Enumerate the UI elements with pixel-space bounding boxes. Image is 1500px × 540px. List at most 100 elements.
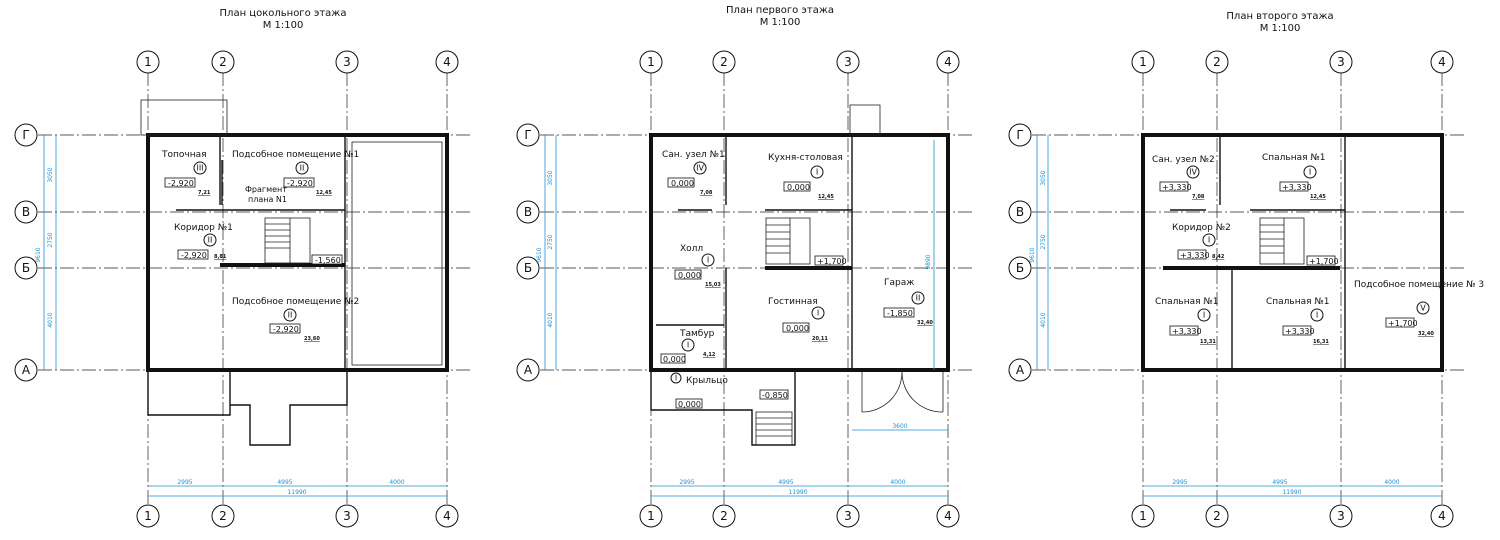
plan-title: План цокольного этажа xyxy=(220,8,347,19)
plan-first-floor: План первого этажа М 1:100 1 2 3 4 1 2 3… xyxy=(516,5,972,528)
fragment-note: Фрагмент плана N1 xyxy=(245,185,287,204)
axis-label-2: 2 xyxy=(1205,50,1229,74)
svg-text:4000: 4000 xyxy=(389,479,404,486)
svg-text:11990: 11990 xyxy=(1282,489,1301,496)
axis-label-1: 1 xyxy=(136,50,160,74)
level-mark-stair: +1,700 xyxy=(814,255,847,266)
svg-text:-1,560: -1,560 xyxy=(315,256,341,265)
room-vestibule: Тамбур I 0,000 4,12 xyxy=(660,329,716,364)
svg-text:9890: 9890 xyxy=(925,254,932,269)
axis-label-4: 4 xyxy=(1430,50,1454,74)
plan-second-floor: План второго этажа М 1:100 1 2 3 4 1 2 3… xyxy=(1008,11,1484,528)
svg-text:4010: 4010 xyxy=(1040,312,1047,327)
svg-text:1: 1 xyxy=(144,509,152,523)
svg-text:3: 3 xyxy=(1337,55,1345,69)
svg-text:+1,700: +1,700 xyxy=(817,257,847,266)
svg-text:Г: Г xyxy=(1016,128,1023,142)
svg-text:4995: 4995 xyxy=(1272,479,1287,486)
room-bathroom-1: Сан. узел №1 IV 0,000 7,08 xyxy=(662,150,725,196)
svg-text:3: 3 xyxy=(343,509,351,523)
svg-text:12,45: 12,45 xyxy=(818,194,834,200)
svg-text:I: I xyxy=(675,374,677,383)
svg-text:11990: 11990 xyxy=(788,489,807,496)
axis-label-3-bottom: 3 xyxy=(335,504,359,528)
svg-text:32,40: 32,40 xyxy=(917,320,933,326)
svg-text:4,12: 4,12 xyxy=(703,352,716,358)
axis-label-V: В xyxy=(516,200,540,224)
svg-text:Подсобное помещение №1: Подсобное помещение №1 xyxy=(232,150,359,160)
dimension-lines: 2995 4995 4000 11990 3600 9890 3050 2750… xyxy=(536,135,948,497)
stairs xyxy=(1259,217,1305,265)
svg-text:Б: Б xyxy=(22,261,30,275)
room-bedroom-middle: Спальная №1 I +3,330 16,31 xyxy=(1266,297,1330,345)
svg-text:Крыльцо: Крыльцо xyxy=(686,376,728,386)
svg-text:А: А xyxy=(524,363,533,377)
svg-text:I: I xyxy=(1208,236,1210,245)
svg-text:4995: 4995 xyxy=(277,479,292,486)
svg-text:I: I xyxy=(687,341,689,350)
plan-basement: План цокольного этажа М 1:100 1 2 3 4 1 … xyxy=(14,8,470,528)
svg-text:III: III xyxy=(196,164,203,173)
svg-text:11990: 11990 xyxy=(287,489,306,496)
svg-text:+3,330: +3,330 xyxy=(1172,327,1202,336)
axis-label-4: 4 xyxy=(936,50,960,74)
svg-text:2995: 2995 xyxy=(679,479,694,486)
svg-text:-2,920: -2,920 xyxy=(287,179,313,188)
svg-text:0,000: 0,000 xyxy=(786,324,809,333)
svg-text:2: 2 xyxy=(1213,509,1221,523)
svg-text:0,000: 0,000 xyxy=(678,271,701,280)
svg-text:12,45: 12,45 xyxy=(316,190,332,196)
svg-text:4995: 4995 xyxy=(778,479,793,486)
level-mark: -1,560 xyxy=(311,254,343,265)
room-bedroom-top: Спальная №1 I +3,330 12,45 xyxy=(1262,153,1326,200)
svg-text:+3,330: +3,330 xyxy=(1285,327,1315,336)
svg-text:2: 2 xyxy=(1213,55,1221,69)
svg-text:9610: 9610 xyxy=(35,247,42,262)
room-bathroom-2: Сан. узел №2 IV +3,330 7,08 xyxy=(1152,155,1215,200)
axis-label-4-bottom: 4 xyxy=(936,504,960,528)
svg-text:I: I xyxy=(707,256,709,265)
axis-label-1: 1 xyxy=(639,50,663,74)
plan-scale: М 1:100 xyxy=(1260,23,1301,34)
room-kitchen: Кухня-столовая I 0,000 12,45 xyxy=(768,153,843,200)
svg-text:8,81: 8,81 xyxy=(214,254,227,260)
svg-text:Коридор №2: Коридор №2 xyxy=(1172,223,1231,233)
room-corridor-1: Коридор №1 II -2,920 8,81 xyxy=(174,223,233,260)
svg-text:Сан. узел №2: Сан. узел №2 xyxy=(1152,155,1215,165)
axis-label-2-bottom: 2 xyxy=(712,504,736,528)
svg-text:Сан. узел №1: Сан. узел №1 xyxy=(662,150,725,160)
svg-text:4: 4 xyxy=(1438,55,1446,69)
svg-text:Гостинная: Гостинная xyxy=(768,297,818,307)
svg-text:Коридор №1: Коридор №1 xyxy=(174,223,233,233)
axis-label-1-bottom: 1 xyxy=(136,504,160,528)
svg-text:0,000: 0,000 xyxy=(787,183,810,192)
svg-text:4: 4 xyxy=(944,55,952,69)
svg-text:3050: 3050 xyxy=(47,167,54,182)
svg-text:Фрагмент: Фрагмент xyxy=(245,185,287,194)
svg-text:13,31: 13,31 xyxy=(1200,339,1216,345)
axis-label-B: Б xyxy=(516,256,540,280)
axis-label-A: А xyxy=(1008,358,1032,382)
axis-label-B: Б xyxy=(14,256,38,280)
svg-text:2750: 2750 xyxy=(47,232,54,247)
svg-text:20,11: 20,11 xyxy=(812,336,828,342)
svg-text:+3,330: +3,330 xyxy=(1282,183,1312,192)
svg-text:II: II xyxy=(288,311,293,320)
svg-text:Спальная №1: Спальная №1 xyxy=(1266,297,1330,307)
svg-text:Спальная №1: Спальная №1 xyxy=(1155,297,1219,307)
svg-text:0,000: 0,000 xyxy=(663,355,686,364)
svg-text:4: 4 xyxy=(443,509,451,523)
svg-text:7,21: 7,21 xyxy=(198,190,211,196)
svg-text:3050: 3050 xyxy=(1040,170,1047,185)
axis-label-G: Г xyxy=(14,123,38,147)
plan-title: План первого этажа xyxy=(726,5,834,16)
svg-text:3: 3 xyxy=(343,55,351,69)
svg-text:В: В xyxy=(22,205,30,219)
axis-label-3: 3 xyxy=(836,50,860,74)
svg-text:Подсобное помещение №2: Подсобное помещение №2 xyxy=(232,297,359,307)
svg-text:Спальная №1: Спальная №1 xyxy=(1262,153,1326,163)
svg-text:-2,920: -2,920 xyxy=(181,251,207,260)
axis-label-A: А xyxy=(14,358,38,382)
svg-text:9610: 9610 xyxy=(1029,247,1036,262)
svg-text:Подсобное помещение № 3: Подсобное помещение № 3 xyxy=(1354,280,1484,290)
